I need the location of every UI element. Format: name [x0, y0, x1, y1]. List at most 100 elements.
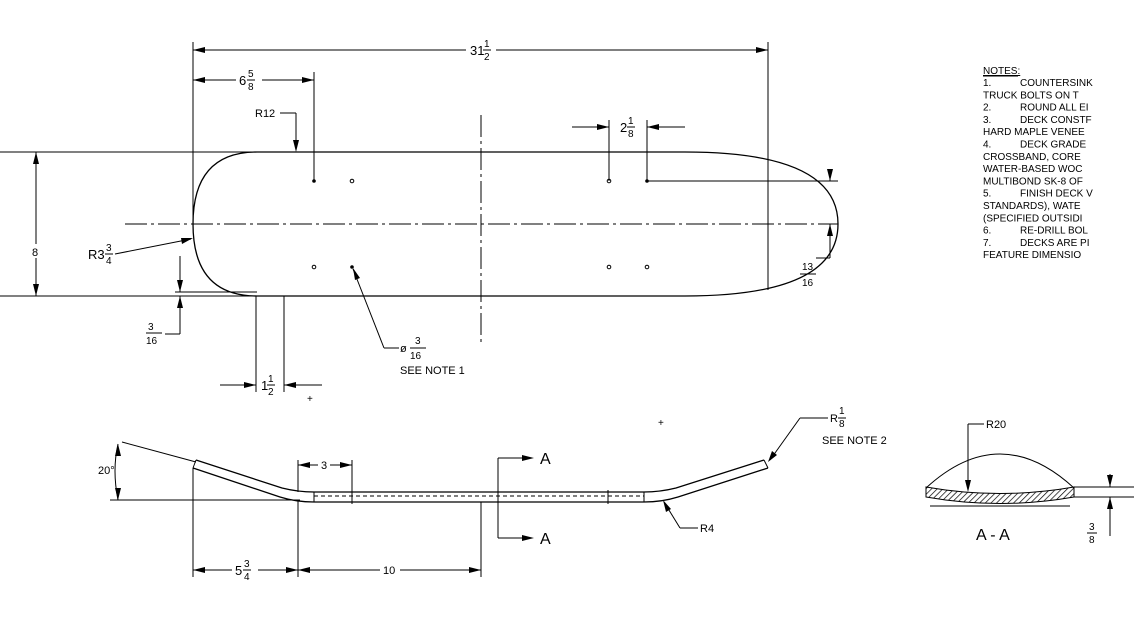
- note-line: (SPECIFIED OUTSIDI: [983, 213, 1082, 224]
- svg-text:16: 16: [802, 278, 814, 289]
- section-title: A - A: [976, 527, 1010, 544]
- dim-kick-angle: 20°: [98, 441, 300, 501]
- svg-text:R20: R20: [986, 419, 1006, 431]
- dim-wheelbase: 10: [298, 562, 481, 577]
- bolt-hole: [644, 264, 650, 270]
- bolt-hole: [349, 178, 355, 184]
- note-number: 5.: [983, 189, 991, 200]
- svg-text:A: A: [540, 451, 551, 468]
- svg-text:1: 1: [484, 39, 490, 50]
- svg-text:8: 8: [839, 419, 845, 430]
- svg-text:16: 16: [410, 351, 422, 362]
- note-line: FINISH DECK V: [1020, 189, 1093, 200]
- svg-text:2: 2: [620, 120, 627, 135]
- section-a-a: R20 A - A 3 8: [925, 419, 1134, 546]
- note-reference: SEE NOTE 1: [400, 365, 465, 377]
- bolt-hole: [350, 265, 354, 269]
- svg-text:1: 1: [261, 378, 268, 393]
- svg-text:8: 8: [1089, 535, 1095, 546]
- dim-edge-round: R 1 8 SEE NOTE 2 +: [658, 406, 887, 462]
- deck-profile-top: [195, 459, 765, 493]
- svg-text:5: 5: [248, 69, 254, 80]
- svg-text:8: 8: [628, 129, 634, 140]
- svg-text:3: 3: [1089, 522, 1095, 533]
- svg-text:2: 2: [484, 52, 490, 63]
- dim-kick-length: 5 3 4: [192, 468, 482, 584]
- deck-profile-bottom: [192, 467, 769, 503]
- dim-edge-offset: 3 16: [146, 256, 257, 347]
- svg-text:2: 2: [268, 387, 274, 398]
- svg-text:20°: 20°: [98, 465, 115, 477]
- dim-nose-radius: R3 3 4: [88, 238, 193, 267]
- note-line: RE-DRILL BOL: [1020, 226, 1088, 237]
- dim-corner-radius: R12: [255, 108, 299, 152]
- note-number: 7.: [983, 238, 991, 249]
- svg-text:16: 16: [146, 336, 158, 347]
- svg-text:+: +: [658, 418, 664, 429]
- dim-nose-to-bolt: 6 5 8: [193, 68, 315, 181]
- svg-text:3: 3: [148, 322, 154, 333]
- note-line: DECKS ARE PI: [1020, 238, 1089, 249]
- svg-text:R4: R4: [700, 523, 714, 535]
- svg-text:R: R: [830, 413, 838, 425]
- dim-flat-3: 3: [297, 458, 353, 492]
- svg-text:1: 1: [268, 374, 274, 385]
- deck-outline: [192, 151, 839, 297]
- svg-text:8: 8: [248, 82, 254, 93]
- concave-arc: [925, 453, 1075, 489]
- note-number: 4.: [983, 140, 991, 151]
- truck-bolt-holes: [311, 178, 650, 270]
- svg-text:13: 13: [802, 262, 814, 273]
- note-line: DECK GRADE: [1020, 140, 1086, 151]
- dim-overall-length: 31 1 2: [192, 38, 769, 290]
- svg-text:+: +: [307, 394, 313, 405]
- bolt-hole: [311, 264, 317, 270]
- dim-concave-radius: R20: [965, 419, 1006, 492]
- svg-text:R3: R3: [88, 247, 105, 262]
- dim-hole-diameter: ø 3 16 SEE NOTE 1: [352, 268, 465, 377]
- note-number: 3.: [983, 115, 991, 126]
- note-line: CROSSBAND, CORE: [983, 152, 1081, 163]
- section-hatch: [925, 486, 1075, 504]
- note-line: MULTIBOND SK-8 OF: [983, 176, 1083, 187]
- svg-text:A: A: [540, 531, 551, 548]
- note-number: 1.: [983, 78, 991, 89]
- note-line: TRUCK BOLTS ON T: [983, 90, 1079, 101]
- top-view: 31 1 2 6 5 8 R12: [0, 38, 839, 405]
- note-number: 2.: [983, 103, 991, 114]
- note-line: DECK CONSTF: [1020, 115, 1092, 126]
- svg-text:R12: R12: [255, 108, 275, 120]
- svg-text:5: 5: [235, 563, 242, 578]
- svg-text:6: 6: [239, 73, 246, 88]
- svg-text:3: 3: [106, 243, 112, 254]
- svg-text:1: 1: [839, 406, 845, 417]
- note-line: FEATURE DIMENSIO: [983, 250, 1081, 261]
- svg-text:3: 3: [244, 559, 250, 570]
- dim-bend-radius: R4: [663, 500, 714, 535]
- dim-bolt-spacing: 2 1 8: [572, 116, 685, 181]
- note-line: HARD MAPLE VENEE: [983, 127, 1085, 138]
- note-line: ROUND ALL EI: [1020, 103, 1089, 114]
- side-view: 20° 3 5 3 4: [98, 406, 887, 584]
- svg-text:ø: ø: [400, 343, 407, 355]
- note-number: 6.: [983, 226, 991, 237]
- svg-text:3: 3: [321, 460, 327, 472]
- notes-heading: NOTES:: [983, 66, 1020, 77]
- dim-thickness: 3 8: [1087, 522, 1097, 546]
- note-line: COUNTERSINK: [1020, 78, 1093, 89]
- svg-text:4: 4: [244, 572, 250, 583]
- svg-text:3: 3: [415, 336, 421, 347]
- bolt-hole: [606, 264, 612, 270]
- note-line: STANDARDS), WATE: [983, 201, 1081, 212]
- svg-text:31: 31: [470, 43, 484, 58]
- dim-right-edge: 13 16: [647, 169, 838, 289]
- dim-tail: 1 1 2 +: [220, 296, 322, 405]
- note-line: WATER-BASED WOC: [983, 164, 1082, 175]
- note-reference: SEE NOTE 2: [822, 435, 887, 447]
- svg-text:1: 1: [628, 116, 634, 127]
- svg-text:8: 8: [32, 247, 38, 259]
- svg-text:4: 4: [106, 256, 112, 267]
- svg-text:10: 10: [383, 565, 395, 577]
